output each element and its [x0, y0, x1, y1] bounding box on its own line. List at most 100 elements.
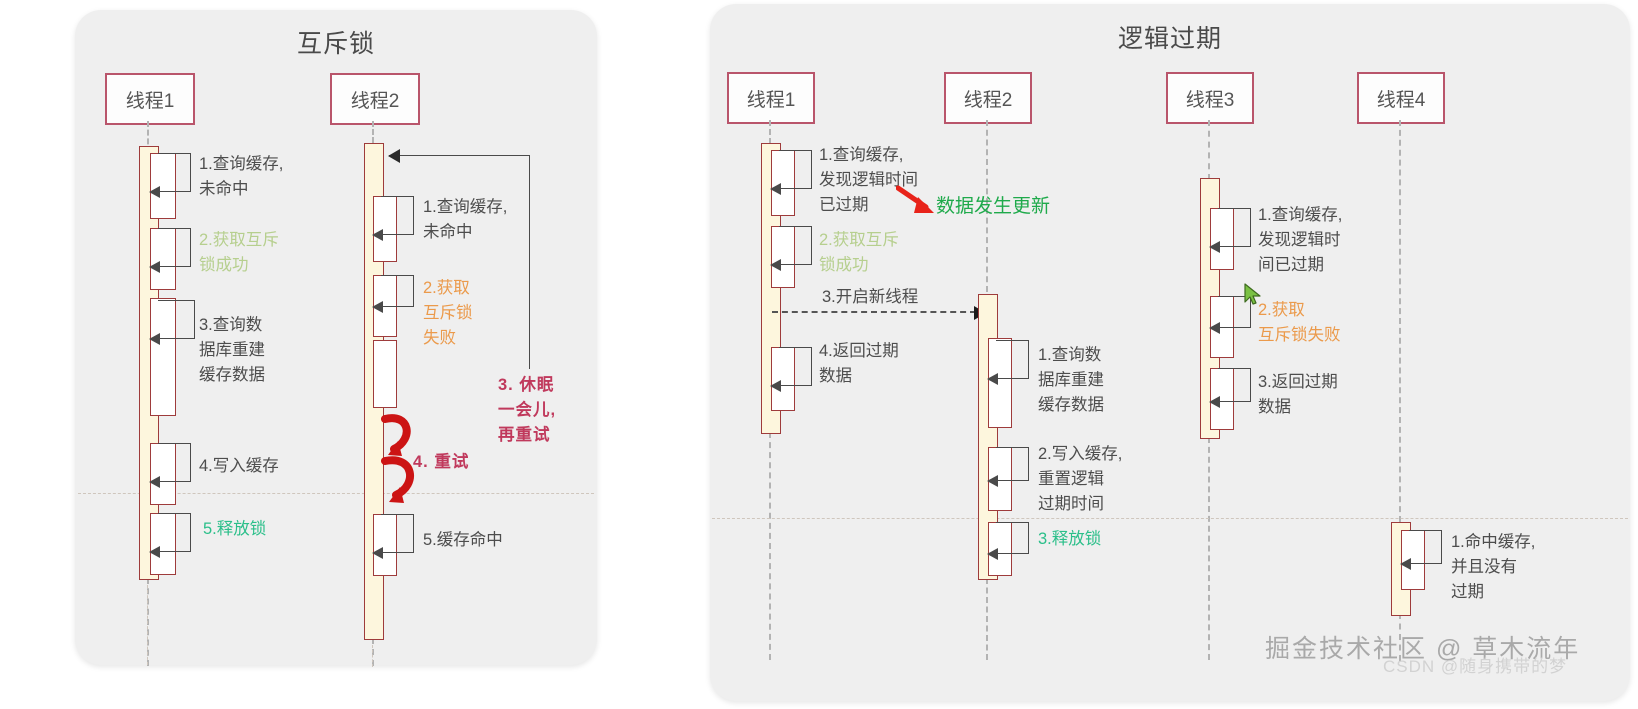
panel-mutex-title: 互斥锁	[296, 30, 375, 58]
lifeline-thread2-logical-tail	[986, 578, 988, 660]
arrow-head-icon	[1209, 322, 1220, 334]
self-call-hook-t2-step1	[372, 196, 414, 241]
note-t1-step5: 5.释放锁	[203, 520, 267, 538]
self-call-hook-r-t2-step3	[987, 522, 1029, 560]
actor-label: 线程2	[350, 90, 400, 112]
note-t2-sleep-retry: 3. 休眠 一会儿, 再重试	[498, 376, 557, 444]
self-call-hook-r-t2-step2	[987, 447, 1029, 487]
note-t1-step3: 3.查询数 据库重建 缓存数据	[199, 316, 265, 384]
arrow-head-icon	[770, 259, 781, 271]
data-update-arrow-icon	[896, 185, 934, 213]
lifeline-thread1-mutex-tail	[147, 578, 149, 666]
arrow-head-icon	[987, 475, 998, 487]
note-t1-step4: 4.写入缓存	[199, 457, 279, 475]
exec-box-t1-step4	[150, 443, 176, 505]
lifeline-thread2-mutex-tail	[372, 638, 374, 666]
note-r-t1-step4: 4.返回过期 数据	[819, 342, 899, 385]
actor-label: 线程1	[125, 90, 175, 112]
actor-label: 线程4	[1376, 89, 1426, 111]
note-r-t1-step3: 3.开启新线程	[822, 288, 919, 306]
note-t2-step1: 1.查询缓存, 未命中	[423, 198, 508, 241]
panel-logical-title: 逻辑过期	[1117, 25, 1222, 53]
actor-label: 线程1	[746, 89, 796, 111]
self-call-hook-r-t3-step3	[1209, 368, 1251, 408]
async-message-start-thread	[772, 306, 986, 320]
actor-label: 线程3	[1185, 89, 1235, 111]
lifeline-thread1-logical	[769, 120, 771, 144]
lifeline-thread3-logical	[1208, 120, 1210, 180]
self-call-hook-r-t2-step1	[987, 340, 1029, 385]
arrow-head-icon	[388, 149, 400, 163]
exec-box-t1-step2	[150, 228, 176, 290]
actor-box-thread3-logical: 线程3	[1166, 72, 1254, 124]
grid-vline-left-1	[147, 585, 148, 665]
arrow-head-icon	[149, 186, 160, 198]
self-call-hook-t2-step2	[372, 275, 414, 313]
actor-box-thread1-mutex: 线程1	[105, 73, 195, 125]
self-call-hook-r-t3-step2	[1209, 296, 1251, 334]
retry-loop-path-mutex	[388, 149, 530, 369]
note-t2-step2: 2.获取 互斥锁 失败	[423, 279, 473, 347]
exec-box-t2-step3	[373, 340, 397, 408]
arrow-head-icon	[149, 333, 160, 345]
mouse-cursor-icon	[1244, 283, 1261, 305]
actor-label: 线程2	[963, 89, 1013, 111]
retry-arrow-icon-2	[381, 456, 414, 503]
arrow-head-icon	[372, 301, 383, 313]
exec-box-r-t1-step2	[771, 226, 795, 288]
note-t1-step1: 1.查询缓存, 未命中	[199, 155, 284, 198]
note-r-t2-step3: 3.释放锁	[1038, 530, 1102, 548]
lifeline-thread1-logical-tail	[769, 432, 771, 660]
watermark-primary: 掘金技术社区 @ 草木流年	[1265, 635, 1581, 663]
arrow-head-icon	[372, 229, 383, 241]
self-call-hook-t1-step1	[149, 153, 191, 198]
lifeline-thread2-logical	[986, 120, 988, 292]
note-r-t4-step1: 1.命中缓存, 并且没有 过期	[1451, 533, 1536, 601]
exec-box-r-t3-step1	[1210, 208, 1234, 270]
note-r-t3-step2: 2.获取 互斥锁失败	[1258, 301, 1341, 344]
lifeline-thread3-logical-tail	[1208, 437, 1210, 660]
note-r-t3-step3: 3.返回过期 数据	[1258, 373, 1338, 416]
lifeline-thread4-logical-tail	[1399, 613, 1401, 661]
self-call-hook-r-t3-step1	[1209, 208, 1251, 253]
self-call-hook-t1-step3	[149, 300, 195, 345]
exec-box-t1-step5	[150, 513, 176, 575]
note-r-t1-step1: 1.查询缓存, 发现逻辑时间 已过期	[819, 146, 918, 214]
note-t2-step5: 5.缓存命中	[423, 531, 503, 549]
arrow-head-icon	[149, 546, 160, 558]
self-call-hook-r-t1-step2	[770, 226, 812, 271]
arrow-head-icon	[149, 261, 160, 273]
lifeline-thread4-logical	[1399, 120, 1401, 522]
arrow-head-icon	[1209, 396, 1220, 408]
exec-box-t1-step3	[150, 298, 176, 416]
lifeline-thread2-mutex	[372, 121, 374, 143]
grid-hline-right	[712, 518, 1628, 519]
arrow-head-icon	[987, 548, 998, 560]
retry-arrow-icon-1	[381, 414, 411, 456]
self-call-hook-r-t1-step4	[770, 347, 812, 392]
note-r-t1-step2: 2.获取互斥 锁成功	[819, 231, 899, 274]
lifeline-thread1-mutex	[147, 121, 149, 153]
grid-vline-left-2	[372, 645, 373, 667]
note-data-updated: 数据发生更新	[936, 196, 1051, 217]
arrow-head-icon	[987, 373, 998, 385]
grid-hline-left	[78, 493, 594, 494]
self-call-hook-r-t1-step1	[770, 150, 812, 195]
note-r-t2-step2: 2.写入缓存, 重置逻辑 过期时间	[1038, 445, 1123, 513]
note-r-t2-step1: 1.查询数 据库重建 缓存数据	[1038, 346, 1104, 414]
watermark-secondary: CSDN @随身携带的梦	[1383, 657, 1568, 676]
arrow-head-icon	[1400, 558, 1411, 570]
note-r-t3-step1: 1.查询缓存, 发现逻辑时 间已过期	[1258, 206, 1343, 274]
actor-box-thread1-logical: 线程1	[727, 72, 815, 124]
self-call-hook-r-t4-step1	[1400, 530, 1442, 570]
actor-box-thread4-logical: 线程4	[1357, 72, 1445, 124]
note-t2-retry: 4. 重试	[413, 453, 470, 471]
actor-box-thread2-logical: 线程2	[944, 72, 1032, 124]
arrow-head-icon	[770, 380, 781, 392]
self-call-hook-t2-step5	[372, 514, 414, 559]
arrow-head-icon	[372, 547, 383, 559]
self-call-hook-t1-step4	[149, 443, 191, 488]
note-t1-step2: 2.获取互斥 锁成功	[199, 231, 279, 274]
self-call-hook-t1-step2	[149, 228, 191, 273]
self-call-hook-t1-step5	[149, 513, 191, 558]
